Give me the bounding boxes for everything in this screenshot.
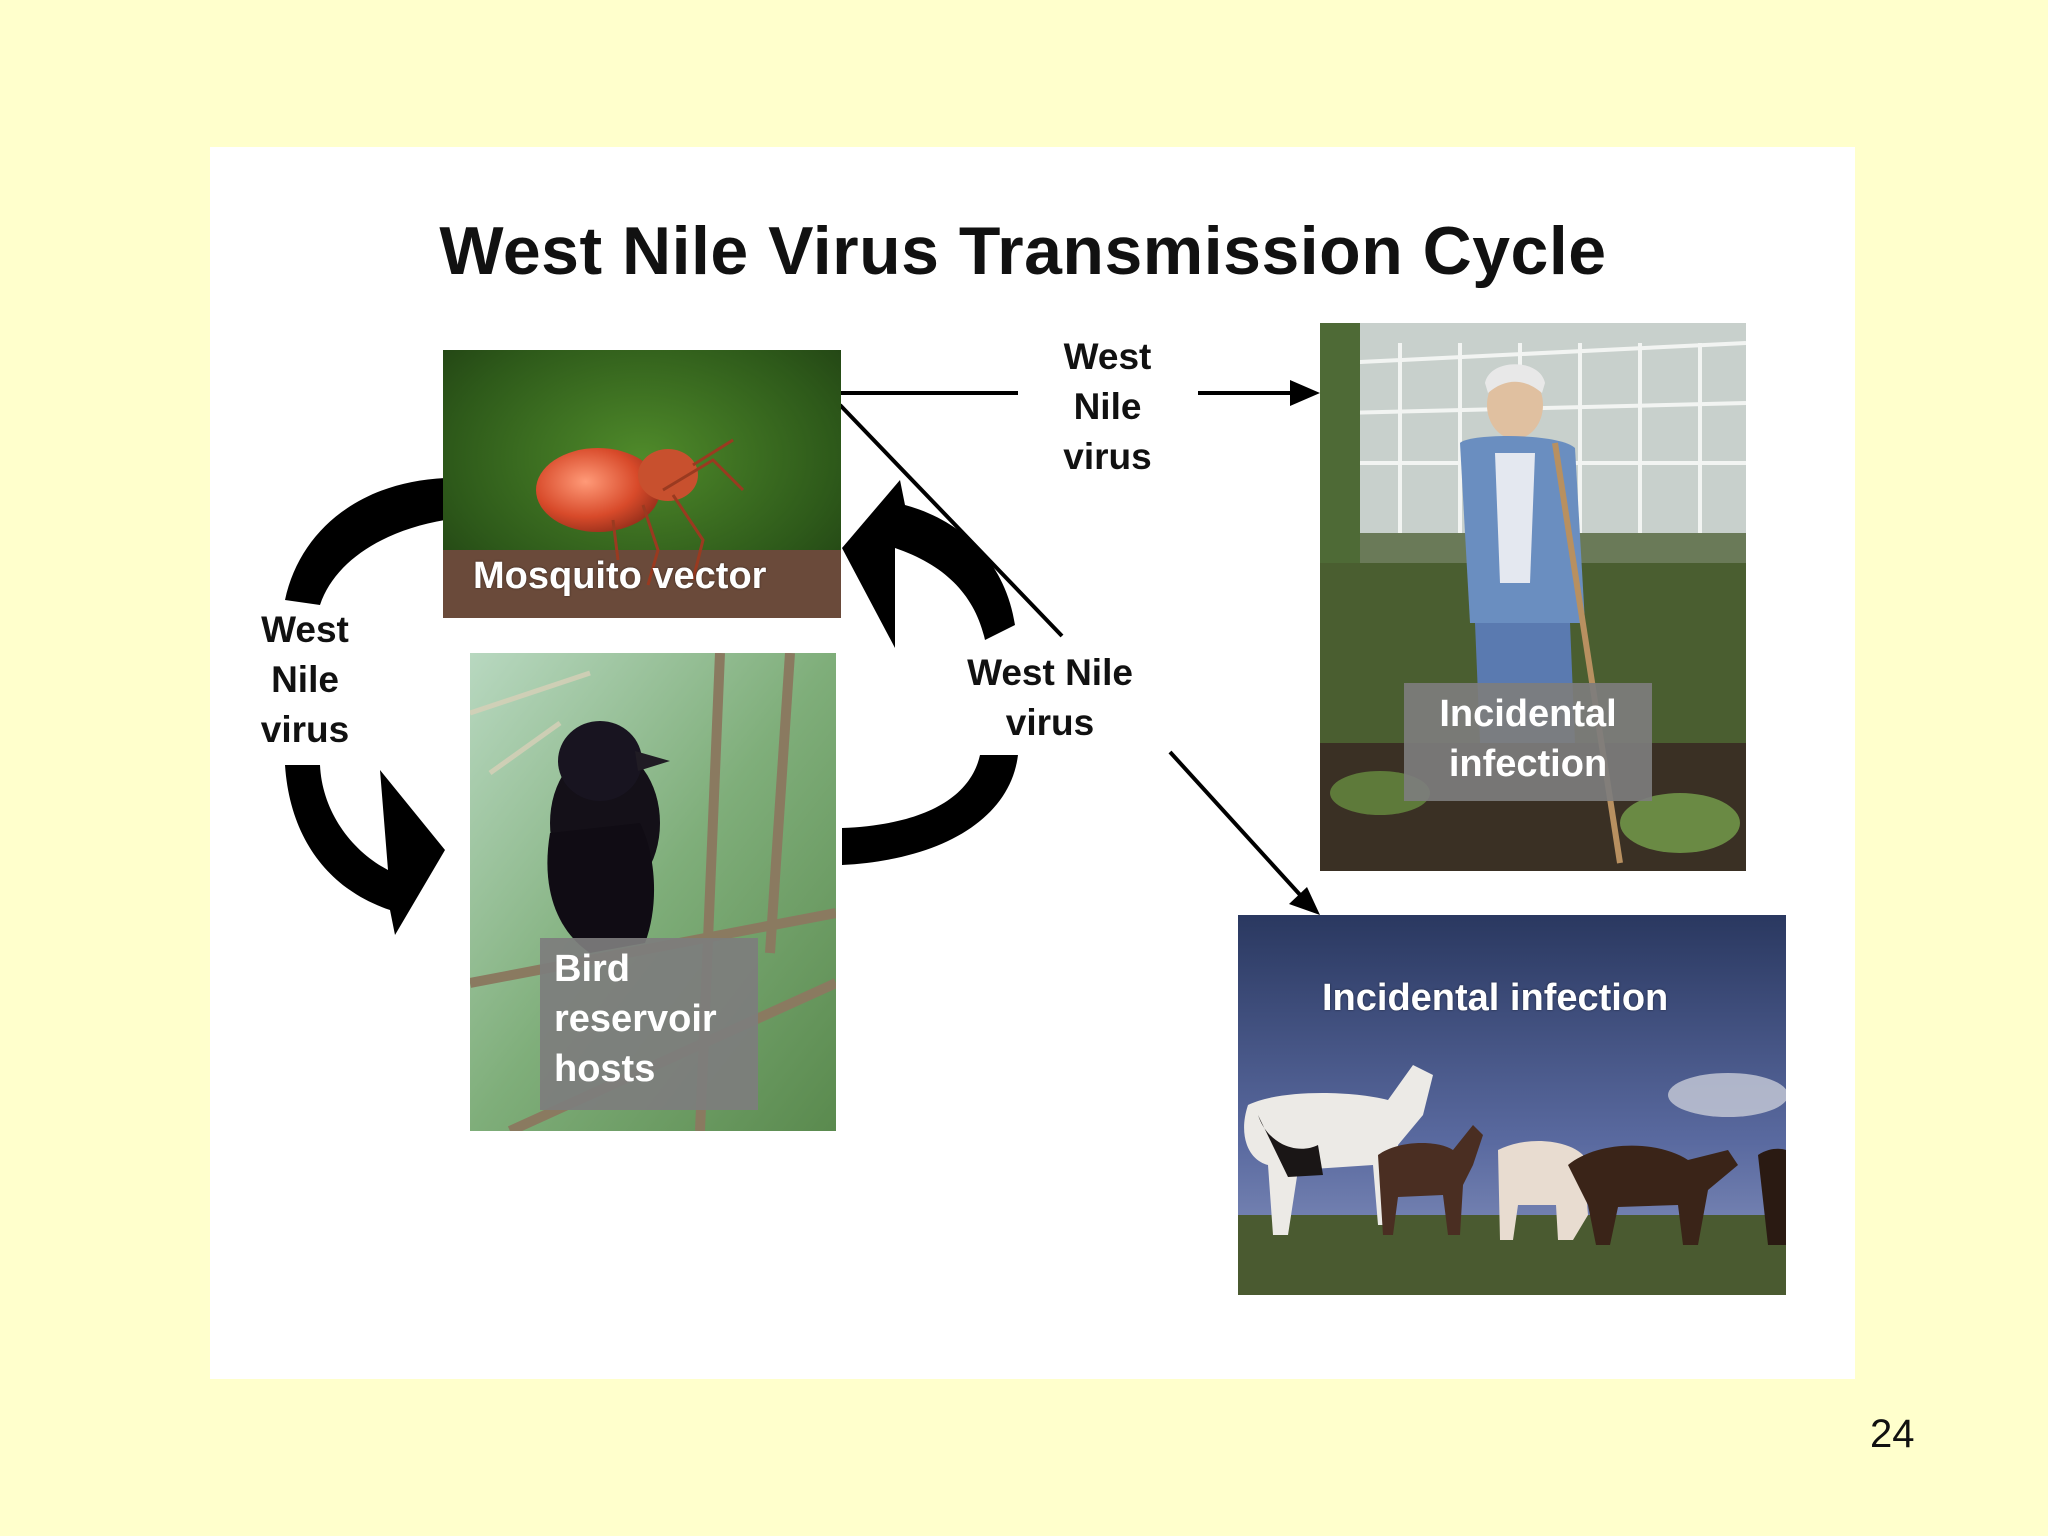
bird-caption-line-3: hosts bbox=[554, 1048, 656, 1090]
arrow-to-human-head bbox=[1290, 380, 1320, 406]
human-photo: Incidental infection bbox=[1320, 323, 1746, 871]
virus-label-to-human-line-2: Nile bbox=[1073, 386, 1142, 427]
virus-label-cycle-right-line-2: virus bbox=[1005, 702, 1095, 743]
virus-label-cycle-right: West Nile virus bbox=[945, 648, 1155, 748]
bird-caption-line-2: reservoir bbox=[554, 998, 717, 1040]
horses-photo: Incidental infection bbox=[1238, 915, 1786, 1295]
human-caption-line-2: infection bbox=[1448, 743, 1608, 785]
virus-label-cycle-right-line-1: West Nile bbox=[967, 652, 1133, 693]
bird-caption-box: Bird reservoir hosts bbox=[540, 938, 758, 1110]
human-caption-line-1: Incidental bbox=[1439, 693, 1617, 735]
cycle-arrow-right-lower bbox=[842, 755, 1018, 865]
cycle-arrow-right-upper bbox=[842, 480, 1015, 648]
virus-label-cycle-left-line-3: virus bbox=[260, 709, 350, 750]
virus-label-cycle-left-line-1: West bbox=[261, 609, 349, 650]
cycle-arrow-left-lower bbox=[285, 765, 445, 935]
diagonal-connector bbox=[838, 403, 1064, 638]
arrow-to-horses-head bbox=[1289, 887, 1320, 915]
mosquito-caption: Mosquito vector bbox=[473, 555, 767, 597]
virus-label-to-human-line-1: West bbox=[1063, 336, 1152, 377]
arrow-to-horses-line bbox=[1168, 750, 1304, 899]
virus-label-cycle-left-line-2: Nile bbox=[271, 659, 339, 700]
mosquito-photo: Mosquito vector bbox=[443, 350, 841, 618]
diagram-title: West Nile Virus Transmission Cycle bbox=[439, 213, 1607, 289]
virus-label-to-human: West Nile virus bbox=[1040, 332, 1175, 482]
human-caption-box: Incidental infection bbox=[1404, 683, 1652, 801]
virus-label-to-human-line-3: virus bbox=[1063, 436, 1152, 477]
bird-caption-line-1: Bird bbox=[554, 948, 630, 990]
slide-number: 24 bbox=[1870, 1412, 1915, 1456]
cycle-arrow-left bbox=[285, 478, 445, 605]
horses-caption: Incidental infection bbox=[1322, 977, 1669, 1019]
bird-photo: Bird reservoir hosts bbox=[470, 653, 836, 1131]
virus-label-cycle-left: West Nile virus bbox=[235, 605, 375, 755]
